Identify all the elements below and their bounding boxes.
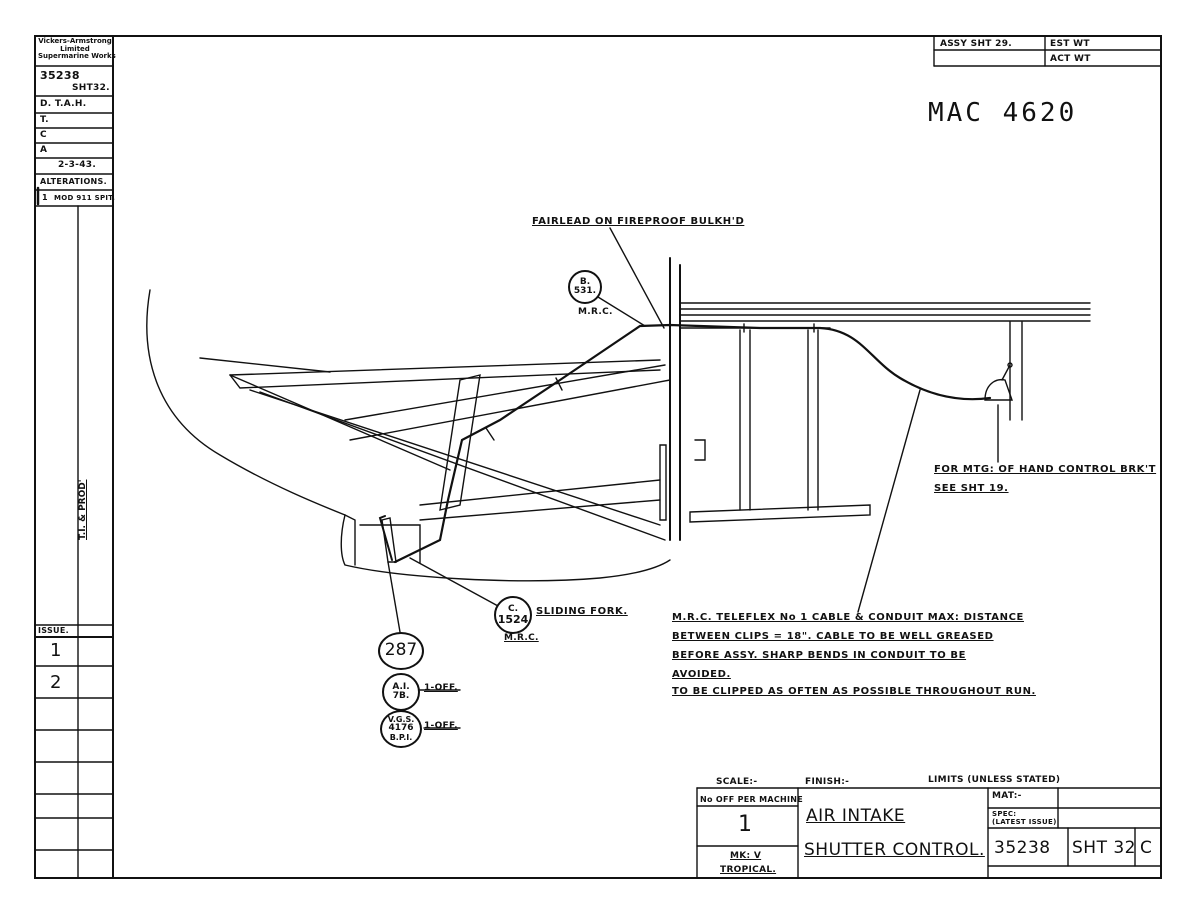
cable-note-line3: BEFORE ASSY. SHARP BENDS IN CONDUIT TO B… [672,650,967,661]
mk-label: MK: V [730,851,762,861]
finish-label: FINISH:- [805,777,850,787]
alteration-text: MOD 911 SPIT. [54,194,116,202]
left-sheet: SHT32. [72,83,110,93]
spec-sub: (LATEST ISSUE) [992,818,1057,826]
callout-ai7b: A.I. 7B. [382,673,420,711]
left-t-label: T. [40,115,49,125]
callout-vgs-line3: B.P.I. [389,732,413,742]
company-name-3: Supermarine Works [38,52,116,61]
sliding-fork-label: SLIDING FORK. [536,606,628,617]
act-wt-label: ACT WT [1050,54,1091,64]
cable-note-line2: BETWEEN CLIPS = 18". CABLE TO BE WELL GR… [672,631,994,642]
left-drawing-no: 35238 [40,69,80,82]
fairlead-label: FAIRLEAD ON FIREPROOF BULKH'D [532,216,745,227]
callout-287-text: 287 [384,640,418,661]
spec-label: SPEC: [992,810,1017,818]
company-block: Vickers-Armstrong Limited Supermarine Wo… [38,37,116,61]
callout-b531-line1: B. [579,276,591,287]
no-off-value: 1 [738,812,752,837]
title-drawing-no: 35238 [994,838,1051,858]
callout-vgs4176: V.G.S. 4176 B.P.I. [380,710,422,748]
left-date: 2-3-43. [58,160,97,170]
alteration-no: 1 [42,193,48,202]
callout-c1524-line2: 1524 [497,612,529,626]
scale-label: SCALE:- [716,777,758,787]
callout-b531: B. 531. [568,270,602,304]
company-name-2: Limited [60,44,90,53]
mtg-note-line1: FOR MTG: OF HAND CONTROL BRK'T [934,464,1157,475]
hand-control [984,378,1013,401]
callout-b531-line2: 531. [573,286,597,296]
callout-c1524-sub: M.R.C. [504,633,539,643]
cable-note-line5: TO BE CLIPPED AS OFTEN AS POSSIBLE THROU… [672,686,1036,697]
drawing-title-line2: SHUTTER CONTROL. [804,840,985,860]
no-off-label: No OFF PER MACHINE [700,795,804,804]
left-d-label: D. T.A.H. [40,99,87,109]
issue-entry-1: 1 [50,640,62,661]
drawing-title-line1: AIR INTAKE [806,806,906,826]
teleflex-conduit [393,323,992,564]
side-note-text: T.I. & PROD' [78,479,88,540]
assy-sheet: ASSY SHT 29. [940,39,1013,49]
left-a-label: A [40,145,48,155]
callout-c1524-line1: C. [507,603,519,614]
cable-note-line1: M.R.C. TELEFLEX No 1 CABLE & CONDUIT MAX… [672,612,1024,623]
est-wt-label: EST WT [1050,39,1090,49]
issue-entry-2: 2 [50,672,62,693]
one-off-a-label: 1-OFF. [424,683,458,693]
callout-vgs-line2: 4176 [388,723,414,734]
mat-label: MAT:- [992,791,1022,801]
issue-label: ISSUE. [38,626,69,635]
left-c-label: C [40,130,47,140]
callout-c1524: C. 1524 [494,596,532,634]
cable-note-line4: AVOIDED. [672,669,731,680]
company-name-1: Vickers-Armstrong [38,37,112,45]
alterations-label: ALTERATIONS. [40,177,107,186]
callout-vgs-line1: V.G.S. [387,714,415,724]
cowling-outline [146,289,346,516]
callout-b531-sub: M.R.C. [578,307,613,317]
side-note: T.I. & PROD' [78,480,88,540]
callout-ai-line1: A.I. [392,681,410,692]
mtg-note-line2: SEE SHT 19. [934,483,1009,494]
callout-ai-line2: 7B. [392,691,410,701]
title-sheet: SHT 32 [1072,838,1136,858]
one-off-b-label: 1-OFF. [424,721,458,731]
title-rev: C [1140,838,1153,858]
mk-sub: TROPICAL. [720,865,777,875]
drawing-border [34,35,1162,879]
callout-287: 287 [378,632,424,670]
handwritten-reference: MAC 4620 [928,98,1078,128]
limits-label: LIMITS (UNLESS STATED) [928,775,1061,785]
